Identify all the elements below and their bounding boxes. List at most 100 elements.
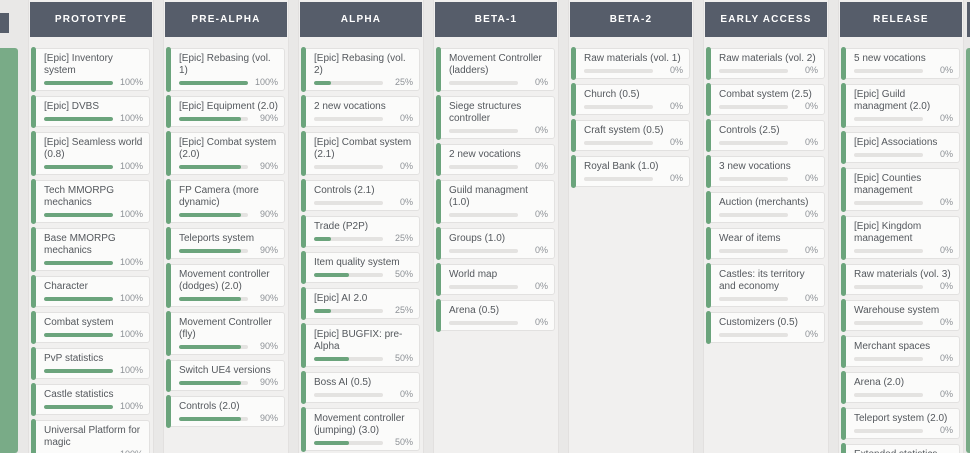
card[interactable]: Craft system (0.5) 0% — [571, 119, 690, 152]
progress-row: 0% — [854, 354, 953, 363]
card[interactable]: Raw materials (vol. 1) 0% — [571, 47, 690, 80]
progress-percent: 0% — [534, 317, 548, 327]
progress-row: 25% — [314, 234, 413, 243]
card[interactable]: [Epic] Guild managment (2.0) 0% — [841, 83, 960, 128]
card-title: Universal Platform for magic — [44, 425, 141, 448]
progress-bar — [719, 332, 788, 337]
card[interactable]: Base MMORPG mechanics 100% — [31, 227, 150, 272]
progress-row: 0% — [449, 318, 548, 327]
card[interactable]: [Epic] Rebasing (vol. 2) 25% — [301, 47, 420, 92]
card[interactable]: Merchant spaces 0% — [841, 335, 960, 368]
card[interactable]: Tech MMORPG mechanics 100% — [31, 179, 150, 224]
card-title: Castle statistics — [44, 389, 114, 400]
card[interactable]: Castles: its territory and economy 0% — [706, 263, 825, 308]
progress-percent: 0% — [534, 245, 548, 255]
progress-fill — [314, 308, 332, 313]
progress-percent: 100% — [119, 209, 143, 219]
card[interactable]: 2 new vocations 0% — [436, 143, 555, 176]
card[interactable]: FP Camera (more dynamic) 90% — [166, 179, 285, 224]
card-accent-bar — [31, 419, 36, 453]
card[interactable]: [Epic] Associations 0% — [841, 131, 960, 164]
card[interactable]: Movement controller (dodges) (2.0) 90% — [166, 263, 285, 308]
card-accent-bar — [841, 47, 846, 80]
card[interactable]: Teleport system (2.0) 0% — [841, 407, 960, 440]
card[interactable]: [Epic] Combat system (2.0) 90% — [166, 131, 285, 176]
progress-bar — [854, 152, 923, 157]
card[interactable]: Movement Controller (fly) 90% — [166, 311, 285, 356]
card[interactable]: [Epic] AI 2.0 25% — [301, 287, 420, 320]
progress-percent: 90% — [259, 377, 278, 387]
card[interactable]: Combat system 100% — [31, 311, 150, 344]
card[interactable]: Controls (2.0) 90% — [166, 395, 285, 428]
progress-row: 0% — [449, 246, 548, 255]
card[interactable]: Character 100% — [31, 275, 150, 308]
card[interactable]: Customizers (0.5) 0% — [706, 311, 825, 344]
progress-row: 0% — [719, 210, 818, 219]
progress-percent: 50% — [394, 437, 413, 447]
card[interactable]: [Epic] Equipment (2.0) 90% — [166, 95, 285, 128]
card[interactable]: Switch UE4 versions 90% — [166, 359, 285, 392]
card-title: [Epic] Rebasing (vol. 2) — [314, 53, 406, 76]
card-list: [Epic] Rebasing (vol. 1) 100% [Epic] Equ… — [165, 47, 287, 428]
card[interactable]: Item quality system 50% — [301, 251, 420, 284]
card[interactable]: Extended statistics 0% — [841, 443, 960, 453]
card[interactable]: [Epic] DVBS 100% — [31, 95, 150, 128]
card[interactable]: Trade (P2P) 25% — [301, 215, 420, 248]
card[interactable]: Controls (2.1) 0% — [301, 179, 420, 212]
card[interactable]: World map 0% — [436, 263, 555, 296]
card[interactable]: Universal Platform for magic 100% — [31, 419, 150, 453]
card[interactable]: 3 new vocations 0% — [706, 155, 825, 188]
card[interactable]: Wear of items 0% — [706, 227, 825, 260]
card[interactable]: 5 new vocations 0% — [841, 47, 960, 80]
card[interactable]: Siege structures controller 0% — [436, 95, 555, 140]
card[interactable]: Combat system (2.5) 0% — [706, 83, 825, 116]
card[interactable]: Church (0.5) 0% — [571, 83, 690, 116]
progress-bar — [719, 212, 788, 217]
progress-percent: 0% — [939, 113, 953, 123]
card[interactable]: Castle statistics 100% — [31, 383, 150, 416]
card[interactable]: Raw materials (vol. 2) 0% — [706, 47, 825, 80]
card[interactable]: Royal Bank (1.0) 0% — [571, 155, 690, 188]
progress-percent: 0% — [939, 425, 953, 435]
card[interactable]: [Epic] Kingdom management 0% — [841, 215, 960, 260]
progress-fill — [179, 380, 242, 385]
progress-percent: 0% — [939, 281, 953, 291]
card-accent-bar — [841, 335, 846, 368]
progress-fill — [179, 416, 242, 421]
progress-bar — [854, 68, 923, 73]
progress-fill — [44, 260, 113, 265]
column-header-release: RELEASE — [840, 2, 962, 37]
card[interactable]: Auction (merchants) 0% — [706, 191, 825, 224]
card[interactable]: Movement Controller (ladders) 0% — [436, 47, 555, 92]
card[interactable]: [Epic] Combat system (2.1) 0% — [301, 131, 420, 176]
card-title: Groups (1.0) — [449, 233, 506, 244]
card[interactable]: Boss AI (0.5) 0% — [301, 371, 420, 404]
partial-left-column-card-strip — [0, 48, 18, 453]
card[interactable]: Arena (0.5) 0% — [436, 299, 555, 332]
card[interactable]: [Epic] Counties management 0% — [841, 167, 960, 212]
card-title: [Epic] Combat system (2.1) — [314, 137, 412, 160]
card[interactable]: Teleports system 90% — [166, 227, 285, 260]
card-title: Extended statistics — [854, 449, 953, 453]
progress-bar — [584, 104, 653, 109]
progress-percent: 0% — [534, 125, 548, 135]
card[interactable]: Guild managment (1.0) 0% — [436, 179, 555, 224]
card[interactable]: Arena (2.0) 0% — [841, 371, 960, 404]
card[interactable]: [Epic] BUGFIX: pre-Alpha 50% — [301, 323, 420, 368]
card[interactable]: Raw materials (vol. 3) 0% — [841, 263, 960, 296]
progress-row: 50% — [314, 270, 413, 279]
progress-row: 0% — [854, 66, 953, 75]
progress-row: 90% — [179, 414, 278, 423]
card[interactable]: Warehouse system 0% — [841, 299, 960, 332]
card[interactable]: Controls (2.5) 0% — [706, 119, 825, 152]
card[interactable]: [Epic] Seamless world (0.8) 100% — [31, 131, 150, 176]
card[interactable]: Movement controller (jumping) (3.0) 50% — [301, 407, 420, 452]
progress-bar — [314, 392, 383, 397]
progress-percent: 0% — [534, 161, 548, 171]
card[interactable]: [Epic] Inventory system 100% — [31, 47, 150, 92]
card[interactable]: 2 new vocations 0% — [301, 95, 420, 128]
card[interactable]: Groups (1.0) 0% — [436, 227, 555, 260]
card-title: Teleports system — [179, 233, 255, 244]
card[interactable]: PvP statistics 100% — [31, 347, 150, 380]
card[interactable]: [Epic] Rebasing (vol. 1) 100% — [166, 47, 285, 92]
